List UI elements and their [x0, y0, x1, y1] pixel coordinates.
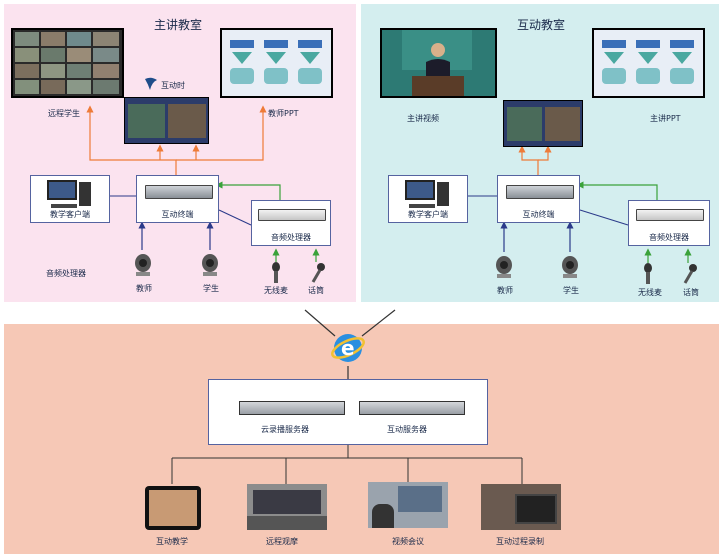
monitor-wall-icon: [253, 490, 321, 514]
lecturer-video-icon: [382, 30, 495, 96]
interactive-logo-label: 互动时: [161, 81, 185, 90]
app-label-interactive-recording: 互动过程录制: [496, 537, 544, 546]
teacher-ppt-screen: [220, 28, 333, 98]
interactive-classroom-title: 互动教室: [517, 18, 566, 32]
main-ppt-label: 主讲PPT: [650, 114, 681, 123]
teacher-camera-icon: [496, 256, 512, 278]
audio-processor-label: 音频处理器: [271, 233, 311, 242]
teacher-camera-icon: [135, 254, 151, 276]
video-wall-icon: [15, 32, 119, 94]
logo-icon: [145, 77, 157, 90]
teacher-ppt-label: 教师PPT: [268, 109, 299, 118]
student-camera-icon: [562, 256, 578, 278]
main-video-label: 主讲视频: [407, 114, 439, 123]
terminal-device-icon: [506, 185, 574, 199]
interactive-server-icon: [359, 401, 465, 415]
app-tile-interactive-teaching: [145, 486, 201, 530]
wireless-mic-label: 无线麦: [264, 286, 288, 295]
recording-icon: [515, 494, 557, 524]
app-label-interactive-teaching: 互动教学: [156, 537, 188, 546]
teaching-client-label-2: 教学客户端: [408, 210, 448, 219]
recording-server-icon: [239, 401, 345, 415]
audio-processor-box-2: 音频处理器: [628, 200, 710, 246]
app-label-remote-observation: 远程观摩: [266, 537, 298, 546]
handheld-mic-icon: [683, 264, 697, 284]
remote-students-screen: [11, 28, 124, 98]
teaching-client-label: 教学客户端: [50, 210, 90, 219]
desktop-computer-icon: [47, 180, 91, 208]
conference-icon: [398, 486, 442, 512]
audio-device-icon: [258, 209, 326, 221]
interactive-terminal-label: 互动终端: [161, 210, 194, 219]
handheld-mic-label: 话筒: [308, 286, 324, 295]
interactive-server-label: 互动服务器: [387, 425, 427, 434]
wireless-mic-icon: [644, 263, 652, 284]
main-video-screen: [380, 28, 497, 98]
svg-text:e: e: [341, 336, 355, 360]
teaching-client-box: 教学客户端: [30, 175, 110, 223]
server-box: 云录播服务器 互动服务器: [208, 379, 488, 445]
app-tile-interactive-recording: [481, 484, 561, 530]
arrow-to-teacher-ppt: [176, 105, 267, 161]
student-label: 学生: [203, 284, 219, 293]
audio-processor-side-label: 音频处理器: [46, 269, 86, 278]
audio-device-icon: [636, 209, 704, 221]
internet-explorer-icon: e: [331, 334, 365, 362]
student-label-2: 学生: [563, 286, 579, 295]
app-tile-video-conference: [368, 482, 448, 528]
app-tile-remote-observation: [247, 484, 327, 530]
remote-students-label: 远程学生: [48, 109, 80, 118]
audio-processor-label-2: 音频处理器: [649, 233, 689, 242]
audio-processor-box: 音频处理器: [251, 200, 331, 246]
interactive-logo: 互动时: [143, 76, 185, 96]
interactive-view-screen: [124, 97, 209, 144]
teacher-label: 教师: [136, 284, 152, 293]
wireless-mic-label-2: 无线麦: [638, 288, 662, 297]
terminal-device-icon: [145, 185, 213, 199]
interactive-view-screen-2: [503, 100, 583, 147]
arrow-audio-to-terminal: [215, 181, 281, 200]
handheld-mic-icon: [311, 263, 325, 283]
wireless-mic-icon: [272, 262, 280, 283]
recording-server-label: 云录播服务器: [261, 425, 309, 434]
teaching-client-box-2: 教学客户端: [388, 175, 468, 223]
main-classroom-title: 主讲教室: [154, 18, 203, 32]
student-camera-icon: [202, 254, 218, 276]
ppt-slide-icon: [594, 30, 703, 96]
teacher-label-2: 教师: [497, 286, 513, 295]
interactive-terminal-box-2: 互动终端: [497, 175, 580, 223]
interactive-terminal-label-2: 互动终端: [522, 210, 555, 219]
desktop-computer-icon: [405, 180, 449, 208]
tablet-icon: [149, 490, 197, 526]
handheld-mic-label-2: 话筒: [683, 288, 699, 297]
ppt-slide-icon: [222, 30, 331, 96]
main-ppt-screen: [592, 28, 705, 98]
arrow-to-remote-students: [86, 105, 177, 175]
interactive-terminal-box: 互动终端: [136, 175, 219, 223]
app-label-video-conference: 视频会议: [392, 537, 424, 546]
